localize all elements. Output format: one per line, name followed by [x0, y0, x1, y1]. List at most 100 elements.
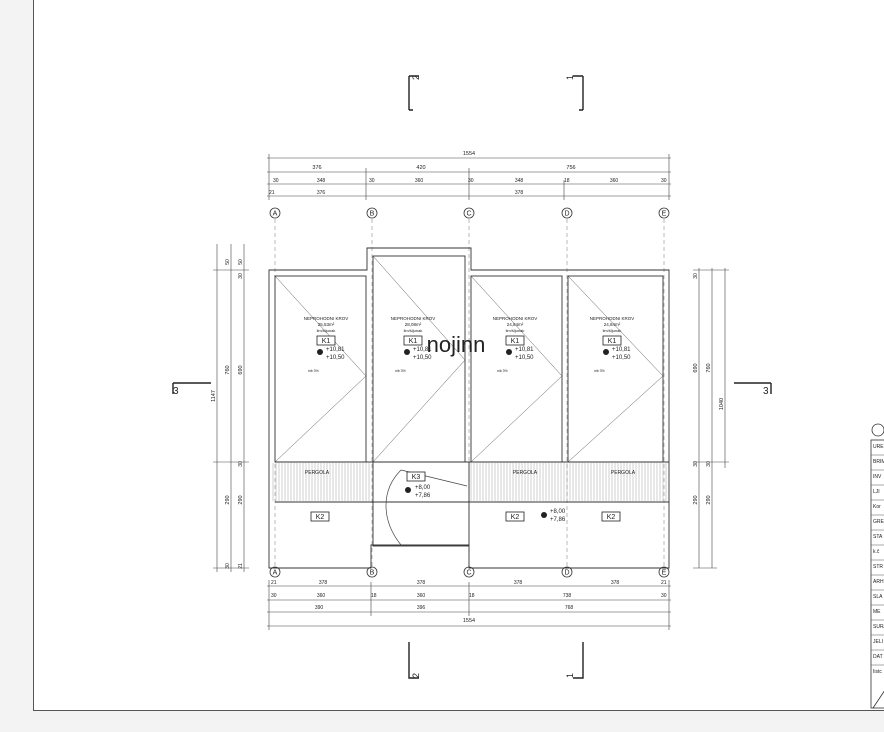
roof-labels: NEPROHODNI KROV25,53m²lim/šljunakK1+10,8… [304, 316, 635, 373]
dim-top-3a: 21 [269, 190, 275, 196]
right-dimensions [693, 268, 729, 569]
roof-slope: nib 3% [594, 369, 605, 373]
k2-code-2: K2 [511, 514, 520, 521]
axis-label-E: E [662, 211, 667, 218]
axis-bubble-C [463, 207, 475, 219]
axis-label-A: A [273, 211, 278, 218]
k2-box-1 [310, 511, 330, 522]
section-mark-2-top [408, 75, 419, 111]
dim-top-1c: 756 [566, 165, 575, 171]
level-symbol [404, 349, 410, 355]
dim-top-2f: 348 [515, 178, 524, 184]
pergola-hatch [272, 463, 667, 501]
title-field-label: k.č [873, 549, 880, 555]
roof-level-2: +10,50 [326, 355, 345, 361]
section-marks [172, 75, 772, 679]
building-outline [268, 247, 670, 569]
dim-bottom-2b: 360 [317, 593, 326, 599]
title-field-label: URE [873, 444, 884, 450]
level-symbol [317, 349, 323, 355]
dim-right-s3: 30 [706, 461, 712, 467]
roof-name: NEPROHODNI KROV [391, 316, 436, 321]
roof-material: lim/šljunak [506, 328, 525, 333]
section-label-2-top: 2 [411, 75, 421, 80]
stair-level-2: +7,86 [415, 493, 431, 499]
dim-right-inner-upper: 690 [693, 363, 699, 372]
roof-material: lim/šljunak [317, 328, 336, 333]
axis-bubble-E [658, 207, 670, 219]
dim-bottom-2g: 30 [661, 593, 667, 599]
axis-label-C: C [466, 211, 471, 218]
dim-left-s1: 50 [225, 259, 231, 265]
left-dimensions [213, 244, 249, 572]
section-label-3-right: 3 [763, 386, 769, 397]
dim-bottom-2e: 18 [469, 593, 475, 599]
axis-label-A: A [273, 570, 278, 577]
roof-plan-drawing: 2 1 2 1 3 3 1554 376 420 756 30 [172, 75, 884, 709]
drawing-sheet: 2 1 2 1 3 3 1554 376 420 756 30 [33, 0, 884, 711]
roof-name: NEPROHODNI KROV [493, 316, 538, 321]
dim-bottom-1e: 378 [611, 580, 620, 586]
section-mark-1-bottom [573, 642, 584, 679]
roof-level-1: +10,81 [515, 347, 534, 353]
pergola-label-1: PERGOLA [305, 470, 330, 476]
roof-code: K1 [511, 338, 520, 345]
roof-area: 28,08m² [405, 322, 422, 327]
roof-slope: nib 3% [308, 369, 319, 373]
title-block-fields: UREBRIMINVLJIKorGRESTAk.čSTRARHSLAMESURA… [871, 439, 884, 675]
dim-bottom-1f: 21 [661, 580, 667, 586]
k2-code-3: K2 [607, 514, 616, 521]
dim-right-lower: 290 [706, 495, 712, 504]
title-field-label: BRIM [873, 459, 884, 465]
title-field-label: DAT [873, 654, 883, 660]
stair-level-1: +8,00 [415, 485, 431, 491]
k2-box-2 [505, 511, 525, 522]
dim-bottom-2a: 30 [271, 593, 277, 599]
axis-label-D: D [564, 570, 569, 577]
dim-right-inner-lower: 290 [693, 495, 699, 504]
dim-bottom-1d: 378 [514, 580, 523, 586]
roof-code-box [403, 335, 423, 346]
dim-left-s4: 30 [238, 461, 244, 467]
dim-bottom-2d: 360 [417, 593, 426, 599]
stair-curve [385, 469, 468, 546]
dim-top-1b: 420 [416, 165, 425, 171]
title-field-label: STA [873, 534, 883, 540]
lower-level-2: +7,86 [550, 517, 566, 523]
dim-top-3c: 378 [515, 190, 524, 196]
roof-area: 24,84m² [604, 322, 621, 327]
roof-code: K1 [409, 338, 418, 345]
stair-level-symbol [405, 487, 411, 493]
roof-level-2: +10,50 [612, 355, 631, 361]
title-block-corner [872, 690, 884, 709]
title-field-label: ARH [873, 579, 884, 585]
stair-code-box [406, 471, 426, 482]
roof-code-box [602, 335, 622, 346]
title-field-label: SLA [873, 594, 883, 600]
watermark-text: nojinn [427, 332, 486, 357]
dim-bottom-1a: 21 [271, 580, 277, 586]
title-field-label: JELI [873, 639, 883, 645]
title-field-label: GRE [873, 519, 884, 525]
axis-bubble-D [561, 207, 573, 219]
roof-code: K1 [322, 338, 331, 345]
section-mark-1-top [573, 75, 584, 111]
axis-bubble-B [366, 566, 378, 578]
dim-left-upper: 760 [225, 365, 231, 374]
dim-top-2d: 360 [415, 178, 424, 184]
title-field-label: STR [873, 564, 883, 570]
section-mark-3-left [172, 382, 211, 394]
pergola-label-2: PERGOLA [513, 470, 538, 476]
dim-top-1a: 376 [312, 165, 321, 171]
title-field-label: Iistc [873, 669, 882, 675]
section-mark-2-bottom [408, 642, 419, 679]
section-label-3-left: 3 [173, 386, 179, 397]
roof-code: K1 [608, 338, 617, 345]
title-field-label: Kor [873, 504, 881, 510]
dim-top-2e: 30 [468, 178, 474, 184]
axis-bubble-B [366, 207, 378, 219]
roof-level-1: +10,81 [326, 347, 345, 353]
section-label-1-top: 1 [565, 75, 575, 80]
